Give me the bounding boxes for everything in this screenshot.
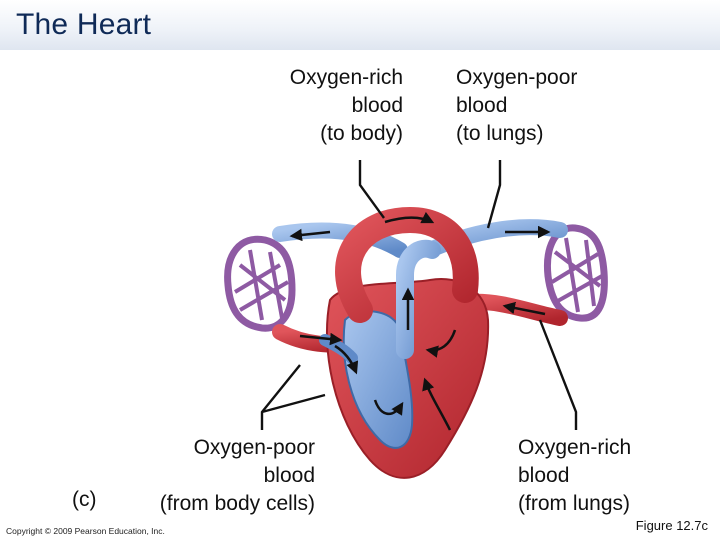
label-oxygen-rich-to-body: Oxygen-rich blood (to body) (250, 64, 403, 148)
leader-top-left (358, 160, 385, 219)
title-bar (0, 0, 720, 50)
label-line: blood (456, 94, 508, 117)
slide-title: The Heart (16, 8, 152, 41)
aortic-arch (335, 206, 479, 323)
label-oxygen-rich-from-lungs: Oxygen-rich blood (from lungs) (518, 434, 631, 518)
left-capillary-bed (224, 235, 296, 332)
label-line: blood (518, 464, 570, 487)
label-oxygen-poor-to-lungs: Oxygen-poor blood (to lungs) (456, 64, 577, 148)
pulmonary-trunk (396, 239, 441, 359)
panel-letter: (c) (72, 488, 97, 511)
label-line: (to body) (320, 122, 403, 145)
label-line: (from lungs) (518, 492, 631, 515)
leader-lines (260, 160, 578, 430)
label-line: (from body cells) (159, 492, 315, 515)
leader-bottom-left (260, 364, 326, 430)
label-line: (to lungs) (456, 122, 544, 145)
copyright-notice: Copyright © 2009 Pearson Education, Inc. (6, 526, 165, 536)
flow-arrows (289, 211, 551, 431)
label-line: Oxygen-rich (289, 66, 403, 89)
leader-top-right (486, 160, 502, 229)
label-line: blood (263, 464, 315, 487)
label-line: Oxygen-poor (193, 436, 315, 459)
label-line: blood (351, 94, 403, 117)
label-line: Oxygen-rich (518, 436, 632, 459)
right-capillary-bed (543, 224, 608, 322)
label-line: Oxygen-poor (456, 66, 578, 89)
label-oxygen-poor-from-body: Oxygen-poor blood (from body cells) (120, 434, 315, 518)
leader-bottom-right (538, 319, 578, 430)
figure-number: Figure 12.7c (635, 518, 708, 533)
